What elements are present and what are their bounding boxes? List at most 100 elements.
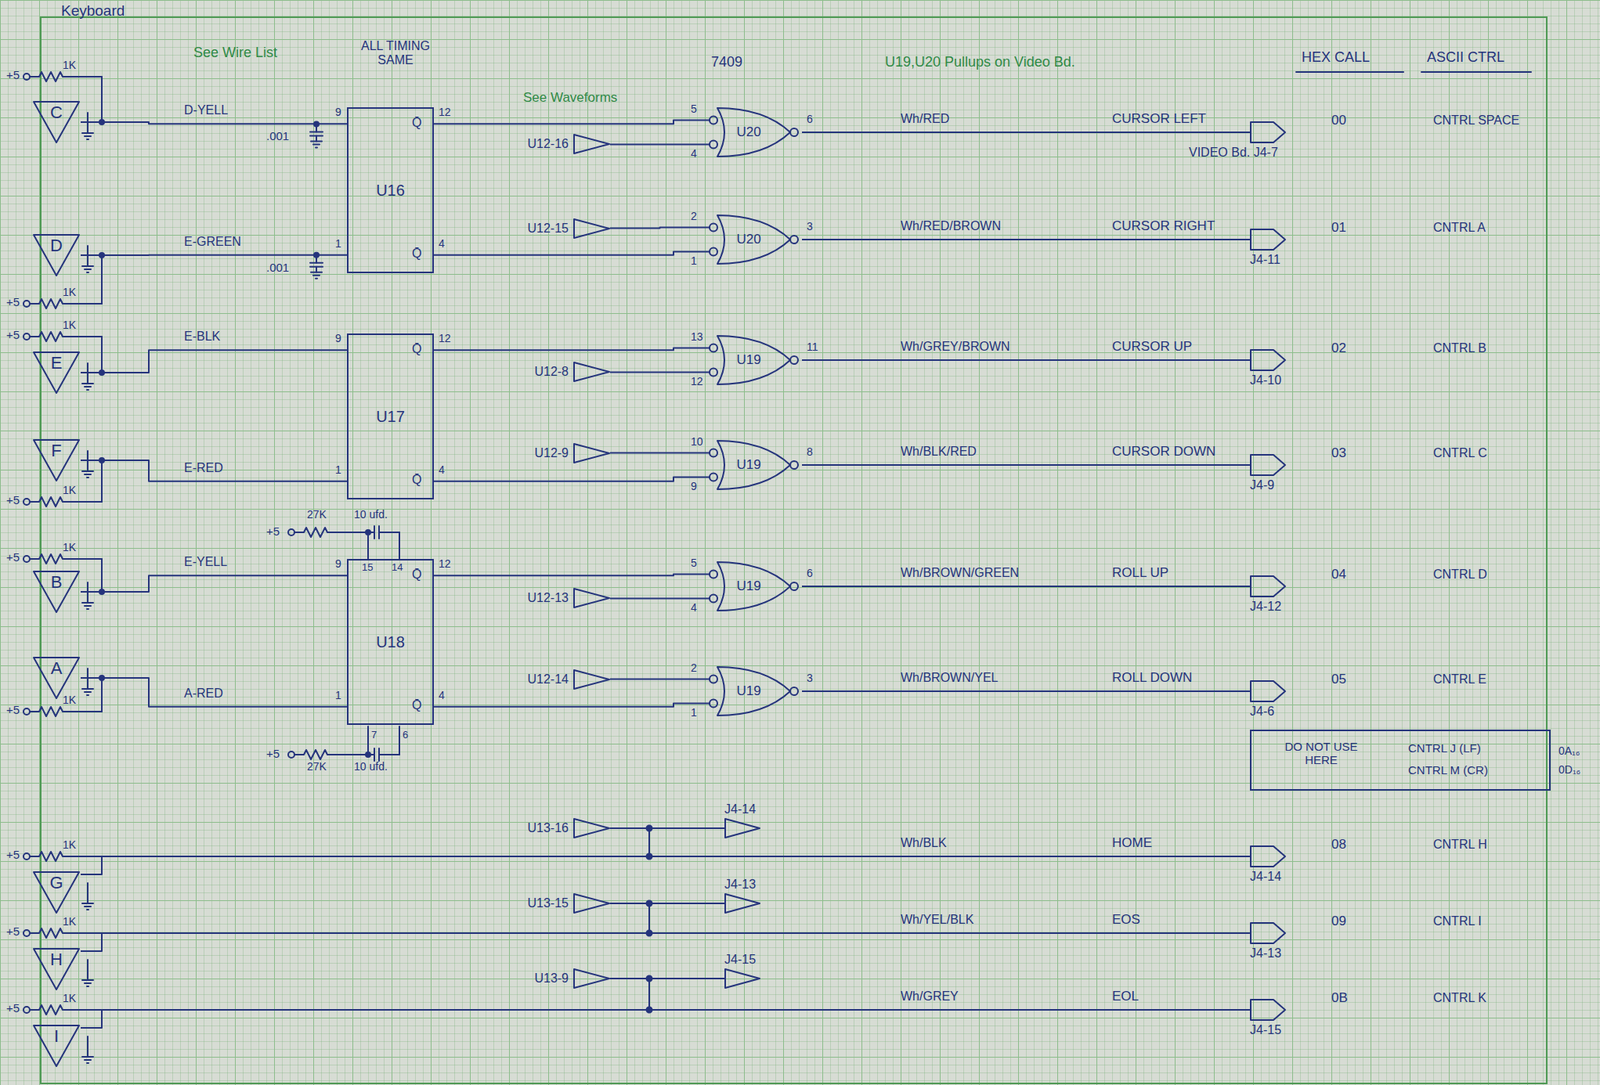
pin-name: J4-6 [1249, 704, 1275, 719]
buf-outline [573, 361, 611, 383]
annotation: ALL TIMING SAME [344, 39, 447, 67]
keyswitch-triangle: A [32, 656, 81, 701]
buffer-outline [574, 894, 610, 914]
wire [367, 726, 369, 755]
buffer-outline [574, 670, 610, 690]
supply-terminal [23, 853, 30, 860]
inversion-bubble [709, 116, 718, 125]
connector-outline [1250, 1000, 1286, 1021]
annotation: 7409 [711, 54, 743, 71]
annotation: 0A₁₆ [1558, 745, 1581, 758]
wire [801, 131, 1250, 134]
inversion-bubble [790, 128, 799, 137]
conn-outline [1249, 922, 1286, 945]
annotation: 9 [335, 106, 342, 119]
annotation: CURSOR UP [1112, 339, 1192, 355]
wire [62, 501, 102, 503]
ground-symbol [82, 382, 94, 385]
wire-color-label: Wh/BROWN/YEL [900, 671, 998, 686]
wire [433, 476, 710, 481]
inversion-bubble [709, 594, 718, 603]
ground-symbol [84, 473, 91, 476]
nand-gate: U19 [709, 664, 802, 719]
connector-pin: J4-12 [1249, 575, 1286, 598]
key-letter: H [50, 950, 63, 970]
annotation: CNTRL I [1433, 914, 1482, 929]
wire [29, 335, 40, 338]
gate-name: U20 [736, 232, 761, 248]
annotation: 13 [690, 331, 704, 344]
wire-color-label: E-RED [184, 461, 224, 476]
annotation: 6 [806, 567, 813, 580]
switch-contact [86, 1036, 89, 1058]
key-outline [33, 657, 80, 699]
annotation: 14 [391, 562, 403, 574]
pin-name: J4-14 [724, 802, 756, 817]
buf-outline [573, 818, 611, 839]
inversion-bubble [709, 570, 718, 579]
inversion-bubble [709, 473, 718, 481]
annotation: U19,U20 Pullups on Video Bd. [884, 54, 1076, 71]
annotation: Q̄ [411, 567, 422, 582]
annotation: 6 [402, 729, 409, 741]
annotation: CURSOR LEFT [1112, 111, 1207, 127]
wire [294, 754, 304, 756]
wire-color-label: A-RED [184, 686, 224, 701]
annotation: 4 [690, 602, 698, 614]
keyswitch-triangle: F [32, 438, 81, 483]
buf-outline [573, 893, 611, 914]
annotation: 4 [438, 238, 445, 250]
connector-outline [1250, 122, 1286, 143]
wire [80, 856, 1250, 875]
wire [29, 303, 40, 305]
ground-symbol [86, 1062, 89, 1065]
nand-gate: U19 [709, 559, 802, 614]
resistor-symbol [303, 527, 328, 538]
ground-symbol [84, 268, 91, 271]
conn-outline [1249, 349, 1286, 372]
annotation: 5 [690, 557, 698, 570]
key-letter: C [50, 103, 63, 123]
supply-terminal [23, 333, 30, 340]
buf-outline [573, 588, 611, 609]
ground-symbol [313, 144, 320, 146]
annotation: Q̄ [411, 246, 422, 261]
annotation: ASCII CTRL [1426, 50, 1505, 66]
annotation: 1K [62, 59, 76, 72]
wire [80, 350, 347, 373]
keyswitch-triangle: E [32, 350, 81, 395]
ground-symbol [82, 132, 94, 134]
wire [610, 371, 710, 373]
signal-name: U12-8 [534, 365, 569, 380]
signal-name: U12-15 [527, 221, 569, 236]
resistor-symbol [39, 928, 63, 939]
ground-symbol [84, 135, 91, 138]
annotation: +5 [6, 328, 20, 343]
sheet-frame [40, 17, 1547, 1084]
gate-outline [717, 108, 791, 157]
supply-terminal [23, 73, 30, 80]
key-outline [33, 101, 80, 143]
wire [610, 597, 710, 600]
key-outline [33, 872, 80, 914]
buf-outline [573, 669, 611, 690]
wire [62, 855, 102, 858]
annotation: ROLL DOWN [1112, 671, 1192, 687]
wire [610, 902, 725, 905]
buffer-symbol: U12-16 [573, 133, 611, 155]
supply-terminal [23, 930, 30, 937]
pin-name: J4-14 [1249, 870, 1282, 885]
signal-name: U12-13 [527, 592, 569, 607]
connector-pin: J4-11 [1249, 228, 1286, 251]
pin-name: VIDEO Bd. J4-7 [1188, 145, 1279, 160]
ground-symbol [86, 476, 89, 479]
junction-dot [365, 752, 371, 758]
annotation: 03 [1331, 446, 1347, 462]
chip-name: U17 [375, 408, 405, 426]
resistor-symbol [39, 852, 63, 862]
annotation: CNTRL K [1433, 991, 1487, 1006]
wire [80, 678, 347, 708]
conn-outline [1249, 454, 1286, 477]
annotation: 04 [1331, 567, 1347, 583]
annotation: CNTRL D [1433, 567, 1488, 582]
